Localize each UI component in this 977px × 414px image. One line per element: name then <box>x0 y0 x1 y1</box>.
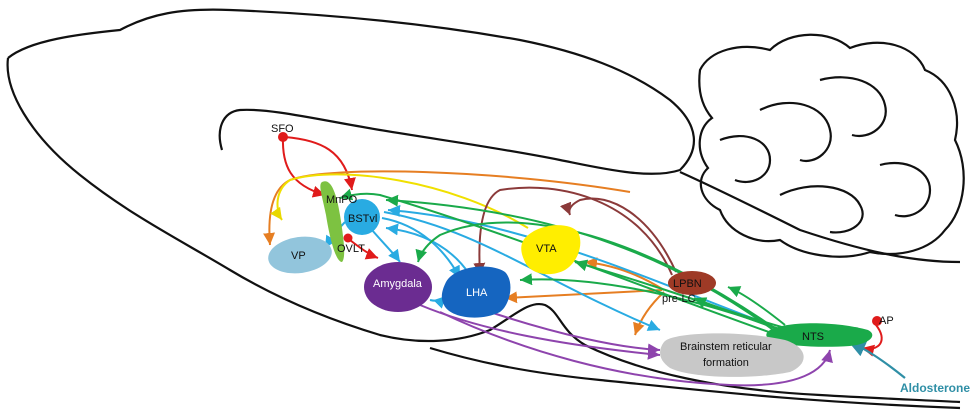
aldosterone-label: Aldosterone <box>900 381 970 395</box>
arrow-blue-bstvl-to-brainstem <box>384 212 660 330</box>
lpbn-label: LPBN <box>673 278 702 290</box>
vp-label: VP <box>291 250 306 262</box>
vta-label: VTA <box>536 243 557 255</box>
arrow-orange-brainstem <box>635 292 664 335</box>
cerebellum-fold-5 <box>880 163 930 216</box>
cerebellum-outline <box>699 35 963 257</box>
nts-label: NTS <box>802 331 824 343</box>
ap-label: AP <box>879 315 894 327</box>
projection-arrows <box>269 137 905 385</box>
bstvl-label: BSTvl <box>348 213 377 225</box>
arrow-sfo-to-mnpo <box>283 137 325 195</box>
lha-label: LHA <box>466 287 488 299</box>
prelc-label: pre-LC <box>662 293 696 305</box>
brainstem-label-line2: formation <box>703 357 749 369</box>
cerebellum-fold-1 <box>720 136 770 182</box>
arrow-sfo-to-bstvl <box>285 137 352 190</box>
cortex-outline <box>8 10 694 174</box>
ovlt-label: OVLT <box>337 243 365 255</box>
mnpo-label: MnPO <box>326 194 358 206</box>
brainstem-region <box>660 333 804 377</box>
cerebellum-fold-2 <box>760 103 831 161</box>
sfo-label: SFO <box>271 123 294 135</box>
ovlt-dot <box>344 234 353 243</box>
brainstem-label-line1: Brainstem reticular <box>680 341 772 353</box>
region-labels: SFO MnPO BSTvl OVLT VP Amygdala LHA VTA … <box>271 123 970 395</box>
amygdala-label: Amygdala <box>373 278 423 290</box>
